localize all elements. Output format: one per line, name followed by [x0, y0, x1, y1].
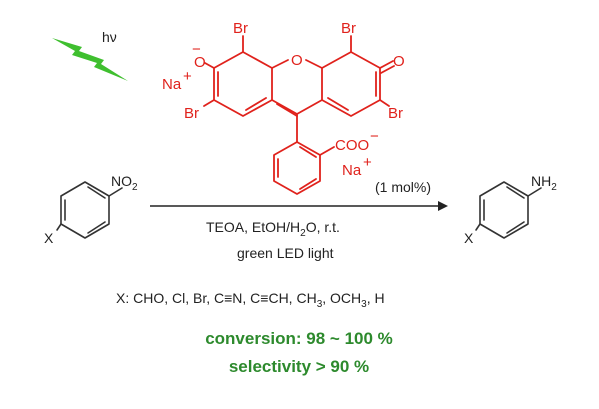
catalyst-carboxylate: COO [335, 137, 369, 154]
catalyst-oxide-charge: − [192, 41, 201, 58]
reactant-nitro-group: NO2 [111, 173, 138, 193]
selectivity-result: selectivity > 90 % [229, 357, 369, 376]
catalyst-carboxylate-charge: − [370, 128, 379, 145]
reactant-substituent-x: X [44, 230, 54, 246]
catalyst-structure [203, 35, 395, 195]
product-substituent-x: X [464, 230, 474, 246]
product-amine-group: NH2 [531, 173, 557, 193]
reaction-arrow-head [438, 201, 448, 211]
conversion-result: conversion: 98 ~ 100 % [205, 329, 393, 348]
product-structure [475, 181, 542, 239]
catalyst-br-left: Br [184, 105, 199, 122]
catalyst-loading: (1 mol%) [375, 179, 431, 195]
catalyst-br-top-left: Br [233, 20, 248, 37]
conditions-line-2: green LED light [237, 245, 334, 261]
catalyst-sodium-2-charge: + [363, 154, 372, 171]
catalyst-carbonyl-o: O [393, 53, 405, 70]
catalyst-sodium-1-charge: + [183, 68, 192, 85]
conditions-line-1: TEOA, EtOH/H2O, r.t. [206, 219, 340, 239]
lightning-bolt-icon [52, 38, 128, 81]
catalyst-br-top-right: Br [341, 20, 356, 37]
catalyst-oxide-o: O [194, 54, 206, 71]
light-label: hν [102, 29, 117, 45]
catalyst-sodium-1: Na [162, 76, 182, 93]
catalyst-ring-oxygen: O [291, 52, 303, 69]
catalyst-br-right: Br [388, 105, 403, 122]
catalyst-sodium-2: Na [342, 162, 362, 179]
substituent-list: X: CHO, Cl, Br, C≡N, C≡CH, CH3, OCH3, H [116, 290, 385, 310]
reactant-structure [56, 181, 123, 239]
